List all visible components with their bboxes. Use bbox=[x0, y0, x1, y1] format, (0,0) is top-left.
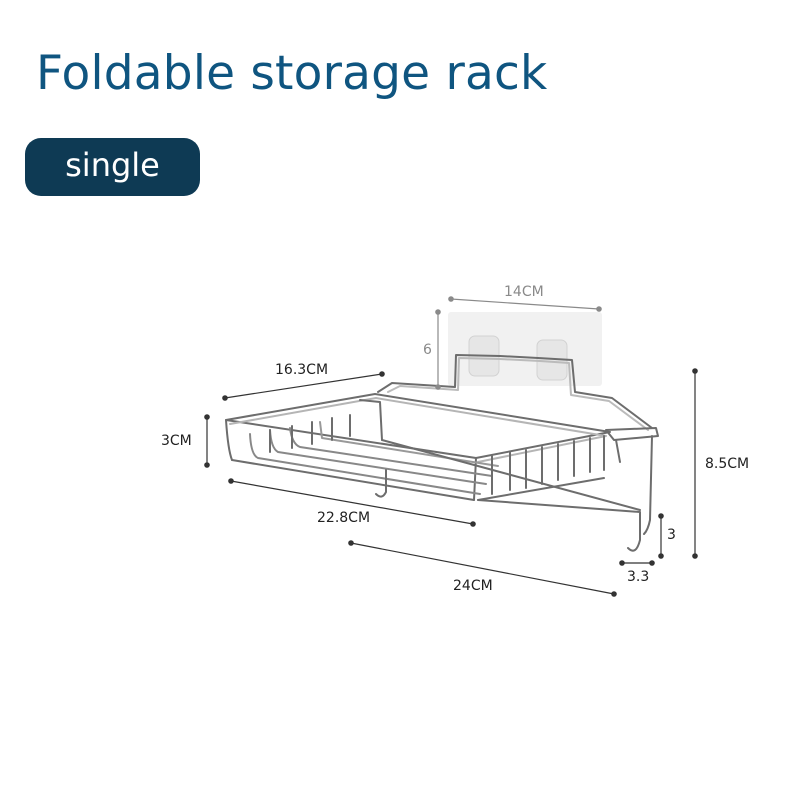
basket-height-label: 3CM bbox=[161, 433, 192, 449]
basket-depth-label: 16.3CM bbox=[275, 362, 329, 378]
variant-badge-label: single bbox=[65, 146, 160, 184]
variant-badge: single bbox=[25, 138, 200, 196]
dimension-lines bbox=[204, 296, 698, 597]
total-width-label: 24CM bbox=[453, 578, 493, 594]
hook-height-label: 3 bbox=[667, 527, 676, 543]
adhesive-height-label: 6 bbox=[423, 342, 432, 358]
hook-width-label: 3.3 bbox=[627, 569, 650, 585]
wire-basket bbox=[225, 354, 659, 552]
page-title: Foldable storage rack bbox=[36, 46, 548, 101]
total-height-label: 8.5CM bbox=[705, 456, 750, 472]
basket-width-label: 22.8CM bbox=[317, 510, 371, 526]
adhesive-plate bbox=[448, 312, 602, 386]
adhesive-width-label: 14CM bbox=[504, 284, 544, 300]
